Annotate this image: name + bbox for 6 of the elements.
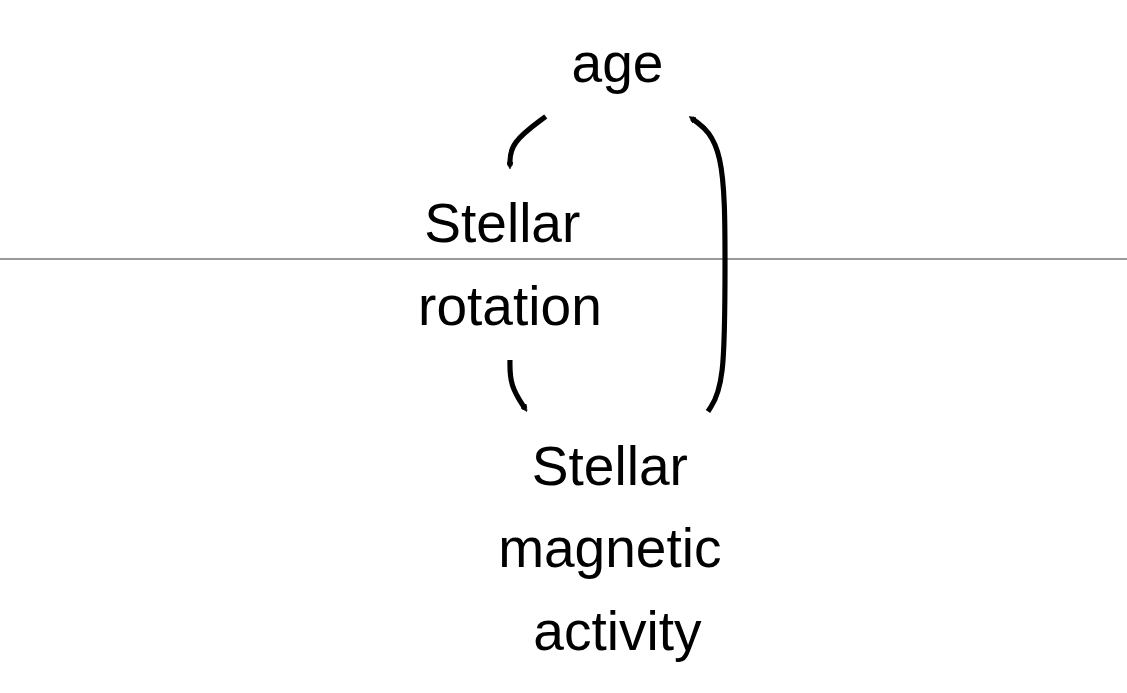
node-text: Stellar magnetic activity [497, 434, 722, 662]
arrow [507, 359, 528, 412]
node-text: age [571, 31, 664, 94]
arrow [505, 113, 548, 169]
node-text: Stellar rotation [417, 191, 602, 337]
arrow [688, 115, 728, 413]
